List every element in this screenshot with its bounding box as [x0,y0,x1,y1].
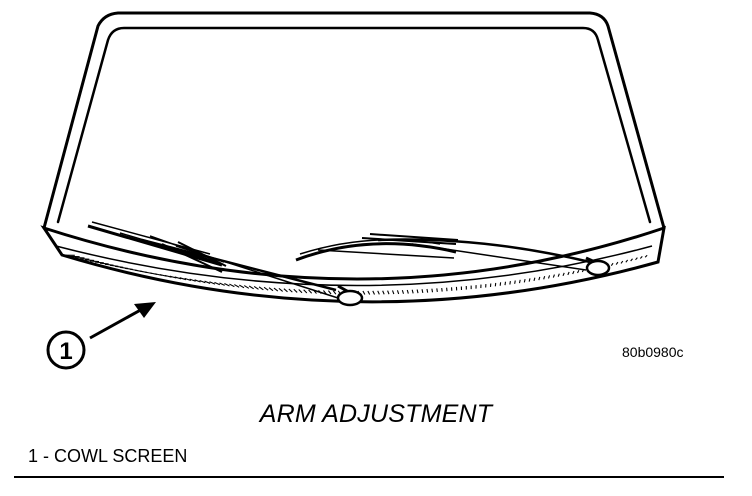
cowl-slot [572,270,575,275]
cowl-slot [184,277,192,281]
callout-1: 1 [46,302,156,370]
cowl-slot [214,281,221,286]
cowl-slot [174,276,182,280]
cowl-slot [504,281,507,286]
cowl-slot [204,280,211,284]
cowl-slot [234,284,240,288]
cowl-slot [610,262,614,267]
cowl-screen-slots [64,254,648,295]
cowl-slot [248,285,254,290]
cowl-slot [209,281,216,285]
cowl-slot [293,288,298,293]
cowl-slot [169,275,177,279]
cowl-slot [401,290,405,294]
cowl-slot [552,274,555,278]
cowl-slot [644,254,648,258]
cowl-slot [523,278,526,283]
cowl-slot [577,269,580,274]
cowl-slot [391,290,395,295]
cowl-slot [562,272,565,277]
cowl-slot [382,290,385,295]
callout-number: 1 [59,338,72,365]
cowl-slot [635,257,638,261]
cowl-slot [89,260,100,263]
cowl-slot [253,286,259,290]
cowl-slot [308,289,313,294]
cowl-slot [258,286,264,291]
figure-caption: ARM ADJUSTMENT [259,400,493,428]
cowl-slot [431,288,434,293]
windshield-frame-outer [42,11,666,230]
cowl-slot [625,259,629,263]
cowl-slot [396,290,400,295]
cowl-slot [528,278,531,282]
cowl-slot [538,276,541,281]
cowl-slot [421,289,424,293]
right-wiper-arm [377,238,611,277]
cowl-slot [239,284,245,289]
cowl-slot [224,283,230,287]
left-wiper-arm [141,238,364,307]
cowl-slot [189,278,196,282]
callout-arrow-line [89,305,147,340]
cowl-slot [303,289,308,294]
cowl-screen-inner-edge [55,245,653,287]
cowl-slot [219,282,225,286]
cowl-slot [288,288,293,293]
cowl-slot [436,288,438,293]
cowl-slot [620,260,624,264]
cowl-slot [199,279,206,284]
cowl-slot [533,277,536,282]
cowl-slot [615,261,619,265]
divider-rule [14,476,724,478]
cowl-slot [362,290,366,295]
callout-arrowhead [134,302,156,318]
cowl-slot [194,279,201,283]
cowl-slot [406,289,409,294]
figure-code: 80b0980c [622,344,684,360]
windshield-frame-inner [56,26,652,224]
cowl-screen [40,225,666,304]
cowl-slot [377,290,380,295]
callout-circle [46,330,86,370]
cowl-slot [278,287,284,292]
cowl-slot [630,258,633,262]
cowl-slot [411,289,414,294]
cowl-slot [567,271,570,276]
cowl-slot [298,289,303,294]
cowl-slot [283,288,288,293]
cowl-slot [387,290,390,295]
cowl-slot [94,261,104,264]
cowl-slot [547,275,551,279]
cowl-slot [179,277,187,281]
cowl-slot [426,288,429,293]
cowl-slot [229,283,235,288]
cowl-slot [332,290,337,295]
cowl-slot [243,285,250,289]
legend-item: 1 - COWL SCREEN [28,446,188,466]
cowl-slot [543,275,546,280]
cowl-slot [268,287,274,292]
cowl-slot [509,281,511,285]
cowl-slot [514,280,516,284]
cowl-slot [327,290,332,295]
cowl-slot [416,289,419,294]
cowl-slot [273,287,279,292]
cowl-slot [518,279,521,284]
windshield-illustration: 1 [40,11,666,370]
cowl-slot [99,262,109,265]
cowl-slot [104,263,114,266]
cowl-slot [372,290,375,295]
cowl-slot [557,273,560,277]
cowl-slot [263,286,269,291]
cowl-slot [639,256,643,259]
cowl-slot [367,290,371,295]
